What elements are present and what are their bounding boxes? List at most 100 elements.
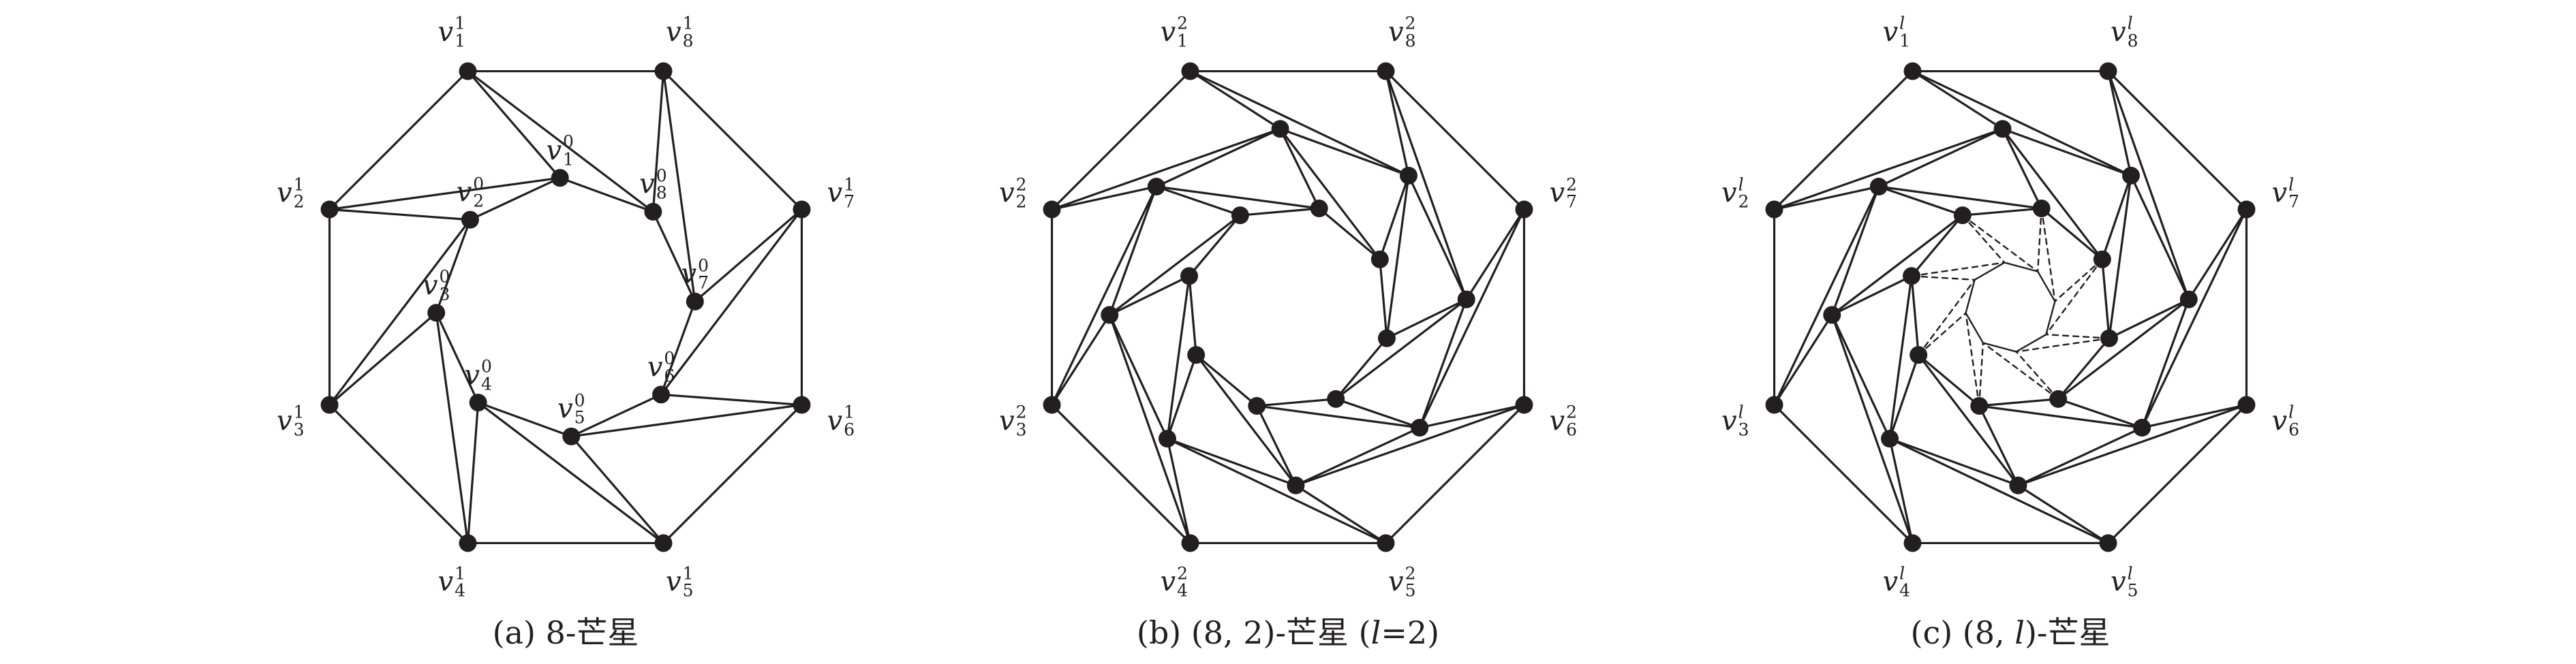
graph-edge: [2040, 207, 2104, 261]
vertex-label-sup: 1: [293, 402, 305, 422]
graph-edge: [570, 435, 665, 545]
graph-edge: [1166, 353, 1197, 440]
graph-edge: [662, 403, 803, 545]
graph-edge: [660, 393, 803, 407]
vertex-label-base: v: [422, 270, 438, 302]
vertex-label-sub: 8: [1405, 31, 1416, 51]
graph-edge: [2001, 127, 2132, 177]
vertex-dot: [1515, 396, 1533, 414]
vertex-dot: [1823, 306, 1841, 324]
caption-segment: (c) (8,: [1910, 614, 2015, 651]
vertex-label-base: v: [276, 177, 292, 209]
graph-edge: [1418, 208, 1526, 429]
graph-edge: [1418, 298, 1468, 429]
graph-edge: [1195, 353, 1298, 487]
graph-edge: [1888, 437, 2020, 487]
vertex-dot: [1765, 396, 1783, 414]
vertex-label-base: v: [1160, 16, 1176, 48]
graph-edge-dashed: [2045, 258, 2104, 336]
vertex-label-sup: 0: [574, 390, 585, 411]
graph-edge: [1318, 207, 1381, 261]
vertex-dot: [1515, 200, 1533, 219]
vertex-label-base: v: [456, 176, 472, 208]
vertex-label-sup: 0: [473, 174, 485, 194]
vertex-dot: [2009, 476, 2027, 494]
vertex-dot: [320, 396, 339, 414]
vertex-dot: [1377, 329, 1396, 347]
vertex-label-sup: 0: [439, 266, 450, 287]
vertex-label-base: v: [546, 135, 562, 167]
graph-edge: [1830, 313, 1891, 440]
vertex-label-sub: 3: [1738, 420, 1749, 440]
graph-edge: [469, 176, 562, 221]
graph-edge: [660, 208, 803, 396]
graph-edge-dashed: [1978, 342, 1984, 407]
graph-edge: [1961, 207, 2043, 217]
vertex-label-base: v: [998, 177, 1015, 209]
graph-edge: [1050, 127, 1282, 211]
vertex-dot: [1248, 396, 1266, 415]
vertex-dot: [427, 304, 446, 322]
graph-edge: [1108, 313, 1169, 440]
vertex-dot: [793, 200, 811, 219]
vertex-dot: [686, 292, 704, 311]
graph-edge: [1294, 426, 1421, 487]
graph-edge: [477, 401, 665, 545]
vertex-label-sup: 2: [1177, 13, 1189, 33]
vertex-label-base: v: [647, 351, 663, 383]
graph-edge: [2001, 127, 2104, 261]
graph-edge: [477, 401, 572, 438]
vertex-dot: [2100, 329, 2118, 347]
graph-edge: [1773, 127, 2004, 211]
vertex-label-sup: 2: [1566, 174, 1577, 195]
vertex-label-sup: 2: [1405, 13, 1416, 33]
graph-edge: [1239, 207, 1321, 217]
graph-edge: [1379, 174, 1410, 261]
graph-edge: [328, 219, 472, 407]
vertex-dot: [1400, 166, 1418, 185]
graph-edge: [1334, 398, 1421, 429]
graph-edge: [1166, 437, 1192, 545]
vertex-label-sub: 7: [698, 272, 709, 293]
graph-edge: [1888, 353, 1920, 440]
graph-edge: [1108, 313, 1192, 545]
vertex-dot: [2099, 534, 2117, 552]
vertex-dot: [2237, 200, 2256, 219]
vertex-label-sub: 8: [2127, 31, 2138, 51]
graph-edge: [1773, 185, 1880, 407]
vertex-dot: [1903, 267, 1921, 285]
vertex-label-sub: 6: [1566, 420, 1577, 440]
graph-edge: [1384, 69, 1468, 301]
vertex-dot: [469, 394, 487, 412]
vertex-label-base: v: [1549, 177, 1565, 209]
vertex-label-sub: 6: [2288, 420, 2299, 440]
vertex-label-sub: 5: [1405, 580, 1416, 601]
vertex-label-base: v: [438, 16, 454, 48]
vertex-label-sup: 0: [563, 131, 574, 152]
